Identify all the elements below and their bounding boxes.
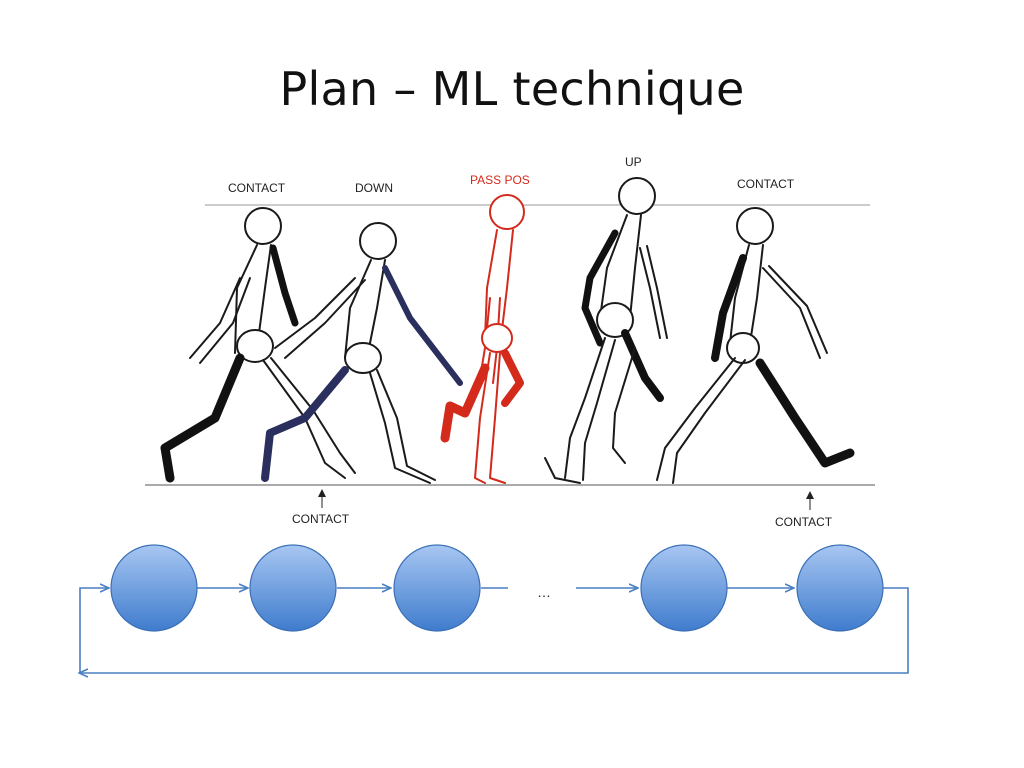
label-contact-2: CONTACT (737, 177, 795, 191)
state-node-5 (796, 544, 884, 632)
figure-contact-1 (160, 207, 356, 483)
state-node-1 (110, 544, 198, 632)
slide-title: Plan – ML technique (279, 62, 745, 116)
state-node-2 (249, 544, 337, 632)
bottom-label-contact-2: CONTACT (775, 515, 833, 529)
contact-marker-2: CONTACT (775, 491, 833, 529)
state-loop-diagram: … (0, 544, 909, 690)
walk-cycle-illustration: CONTACT DOWN PASS POS UP CONTACT (145, 155, 875, 529)
figure-down (261, 222, 463, 484)
label-up: UP (625, 155, 642, 169)
label-contact-1: CONTACT (228, 181, 286, 195)
figure-pass-pos (440, 194, 525, 484)
label-pass-pos: PASS POS (470, 173, 530, 187)
figure-contact-2 (656, 207, 855, 484)
figure-up (544, 177, 668, 484)
ellipsis-label: … (537, 584, 551, 600)
state-node-3 (393, 544, 481, 632)
loop-back-connector (80, 587, 909, 673)
bottom-label-contact-1: CONTACT (292, 512, 350, 526)
label-down: DOWN (355, 181, 393, 195)
loop-entry-connector (79, 588, 108, 673)
contact-marker-1: CONTACT (292, 489, 350, 526)
state-node-4 (640, 544, 728, 632)
